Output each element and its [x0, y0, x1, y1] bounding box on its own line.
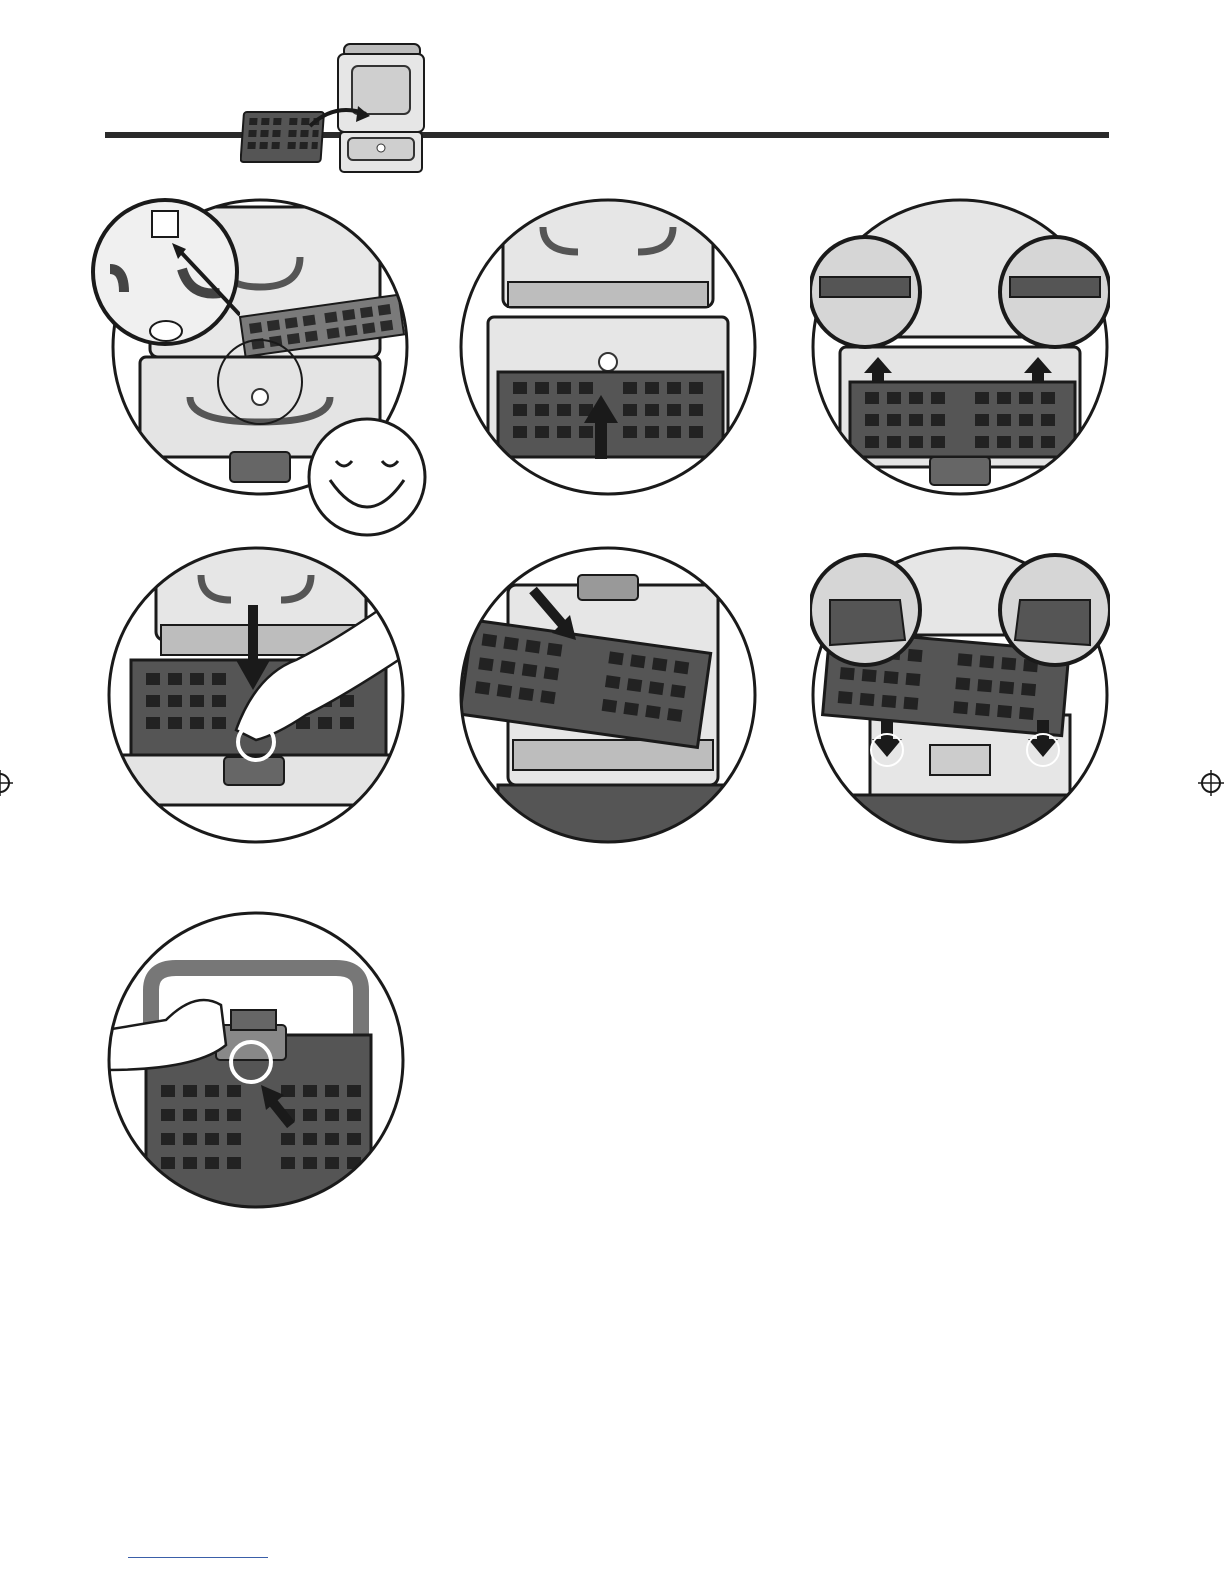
waffle-plate-insert-icon — [240, 40, 430, 180]
registration-mark-icon-left — [0, 770, 13, 796]
step-2-illustration — [458, 197, 758, 497]
step-3-illustration — [810, 197, 1110, 497]
smiley-face-icon — [306, 416, 428, 538]
registration-mark-icon-right — [1198, 770, 1224, 796]
step-1-zoom-inset — [90, 197, 240, 347]
step-6-illustration — [810, 545, 1110, 845]
step-4-illustration — [106, 545, 406, 845]
step-7-illustration — [106, 910, 406, 1210]
footer-rule — [128, 1557, 268, 1558]
step-5-illustration — [458, 545, 758, 845]
